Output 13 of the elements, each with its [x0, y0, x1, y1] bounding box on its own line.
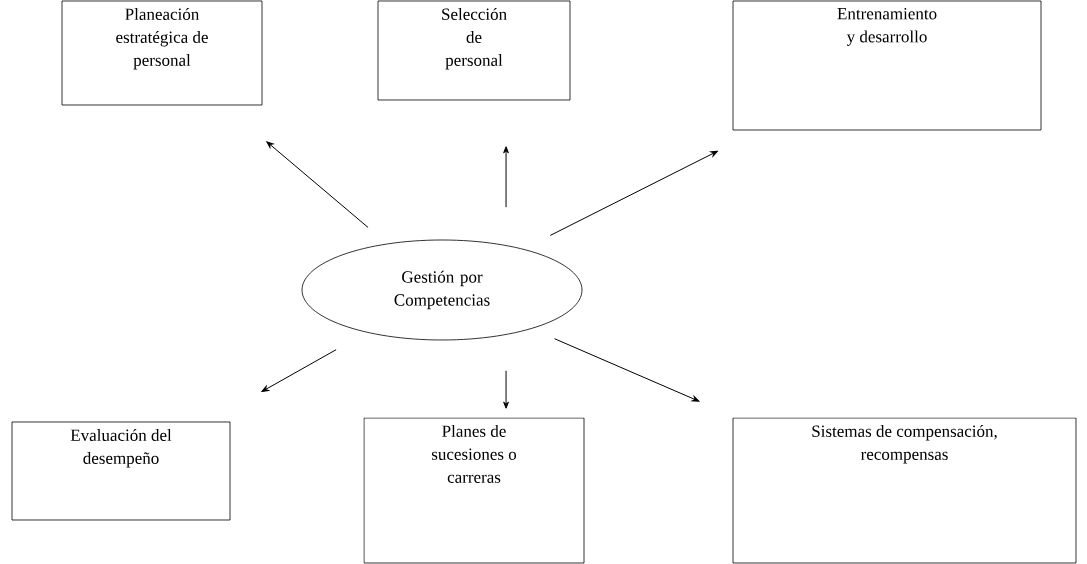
arrow: [503, 146, 509, 208]
arrow: [549, 150, 718, 236]
process-box: Entrenamiento y desarrollo: [732, 0, 1042, 131]
process-box: Planeación estratégica de personal: [61, 0, 263, 106]
arrow: [266, 141, 369, 228]
arrow: [261, 349, 337, 392]
process-box: Selección de personal: [377, 0, 571, 101]
arrow: [554, 338, 700, 402]
process-box: Evaluación del desempeño: [11, 421, 231, 521]
process-box: Sistemas de compensación, recompensas: [732, 417, 1077, 564]
arrow: [503, 370, 509, 409]
process-box: Planes de sucesiones o carreras: [363, 417, 585, 564]
ellipse-node: Gestión por Competencias: [301, 239, 583, 341]
